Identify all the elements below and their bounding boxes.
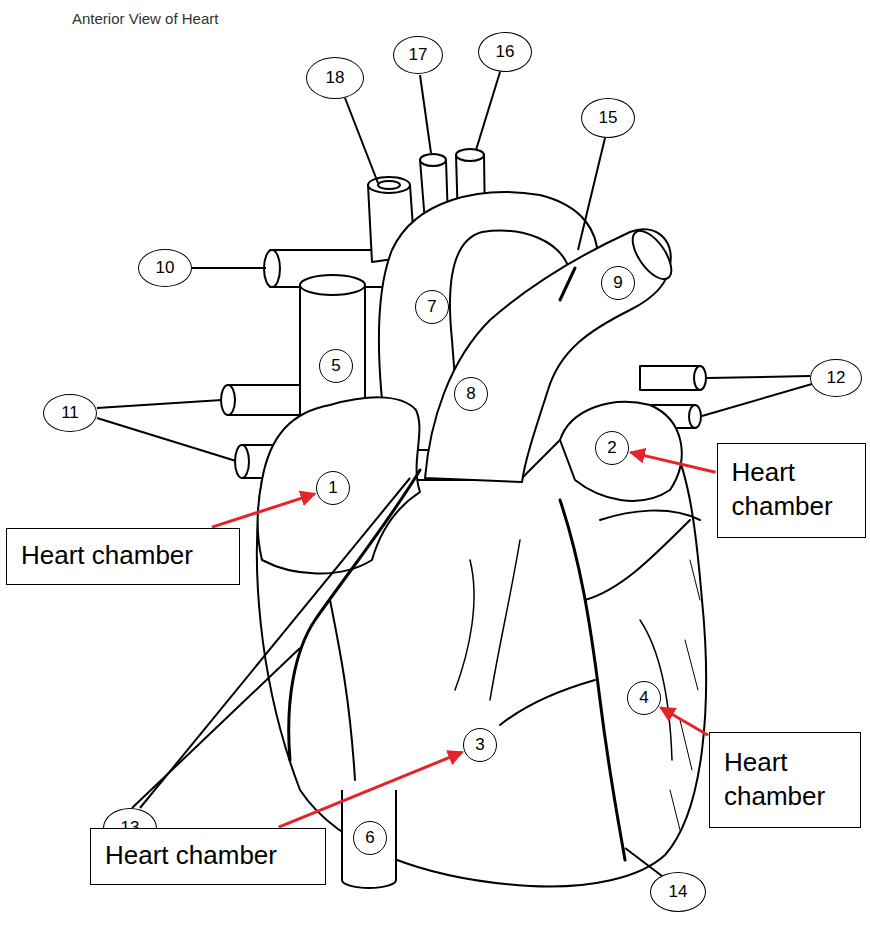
pointer-arrow xyxy=(279,752,463,827)
right-pulmonary-artery xyxy=(270,250,395,287)
node-text: 1 xyxy=(328,478,337,498)
vessel-opening xyxy=(300,275,365,295)
callout-number: 15 xyxy=(581,98,635,138)
node-text: Heart chamber xyxy=(105,839,277,873)
node-text: Heart chamber xyxy=(21,539,193,573)
callout-number: 17 xyxy=(393,36,443,74)
node-text: 15 xyxy=(599,108,618,128)
coronary-vein xyxy=(455,560,474,690)
node-text: 4 xyxy=(639,688,648,708)
pointer-arrow xyxy=(630,452,715,472)
leader-line xyxy=(345,98,378,183)
vessel-opening xyxy=(694,366,706,390)
left-common-carotid xyxy=(420,160,448,222)
leader-line xyxy=(97,418,236,461)
pulmonary-vein xyxy=(640,405,695,428)
callout-number: 4 xyxy=(627,681,661,715)
node-text: 3 xyxy=(475,735,484,755)
vessel-lumen xyxy=(378,181,400,189)
node-text: 16 xyxy=(496,42,515,62)
node-text: Heart chamber xyxy=(724,746,846,814)
leader-line xyxy=(132,648,300,808)
vessel-opening xyxy=(368,177,410,193)
label-box: Heart chamber xyxy=(6,528,240,585)
label-box: Heart chamber xyxy=(90,828,326,885)
coronary-branch xyxy=(500,680,595,725)
pointer-arrow xyxy=(212,494,315,527)
leader-lines xyxy=(97,72,812,876)
leader-line xyxy=(97,400,222,408)
node-text: 6 xyxy=(365,828,374,848)
leader-line xyxy=(476,72,500,150)
inferior-vena-cava xyxy=(342,790,396,888)
pointer-arrow xyxy=(660,708,708,736)
coronary-branch xyxy=(600,511,700,520)
callout-number: 3 xyxy=(463,728,497,762)
callout-number: 11 xyxy=(43,394,97,432)
node-text: 8 xyxy=(466,384,475,404)
callout-number: 2 xyxy=(595,431,629,465)
callout-number: 6 xyxy=(353,821,387,855)
node-text: 9 xyxy=(613,273,622,293)
node-text: Heart chamber xyxy=(732,456,851,524)
label-box: Heart chamber xyxy=(709,732,861,828)
callout-number: 7 xyxy=(415,290,449,324)
coronary-artery xyxy=(560,500,625,860)
leader-line xyxy=(702,384,812,416)
vessel-opening xyxy=(221,385,235,415)
node-text: 11 xyxy=(61,403,79,423)
node-text: 14 xyxy=(669,882,688,902)
leader-line xyxy=(707,376,810,378)
right-atrium xyxy=(258,397,420,573)
callout-number: 12 xyxy=(810,359,862,397)
vessel-opening xyxy=(689,405,701,428)
node-text: 2 xyxy=(607,438,616,458)
callout-number: 16 xyxy=(478,32,532,72)
pulmonary-vein xyxy=(640,366,700,390)
node-text: 5 xyxy=(331,356,340,376)
pulmonary-vein xyxy=(228,385,305,415)
pulmonary-trunk xyxy=(425,229,671,482)
vessel-opening xyxy=(456,149,484,161)
diagram-title: Anterior View of Heart xyxy=(72,10,218,27)
node-text: 12 xyxy=(827,368,846,388)
heart-vessels xyxy=(221,149,706,888)
brachiocephalic-trunk xyxy=(368,185,415,262)
node-text: 18 xyxy=(326,68,345,88)
callout-number: 5 xyxy=(319,349,353,383)
node-text: 17 xyxy=(409,45,428,65)
vessel-opening xyxy=(235,445,249,478)
coronary-branch xyxy=(585,520,690,600)
left-auricle xyxy=(560,402,682,501)
leader-line xyxy=(192,267,266,269)
pulmonary-vein xyxy=(242,445,305,478)
callout-number: 1 xyxy=(316,471,350,505)
callout-number: 8 xyxy=(454,377,488,411)
node-text: 7 xyxy=(427,297,436,317)
leader-line xyxy=(625,848,662,876)
leader-line xyxy=(578,138,605,250)
label-box: Heart chamber xyxy=(717,443,866,538)
ligamentum-arteriosum xyxy=(560,268,575,300)
aorta xyxy=(379,192,598,450)
coronary-branch xyxy=(330,600,355,780)
superior-vena-cava xyxy=(300,285,365,425)
leader-line xyxy=(420,75,431,153)
heart-body xyxy=(257,425,706,886)
coronary-artery xyxy=(289,470,420,760)
node-text: 10 xyxy=(156,258,175,278)
callout-number: 18 xyxy=(306,57,364,99)
coronary-vein xyxy=(490,540,520,700)
left-subclavian xyxy=(456,155,485,222)
surface-hatching xyxy=(670,560,700,830)
callout-number: 10 xyxy=(138,249,192,287)
vessel-opening xyxy=(420,154,446,166)
vessel-opening xyxy=(264,250,280,287)
callout-number: 9 xyxy=(601,266,635,300)
coronary-vessels xyxy=(289,268,700,860)
callout-number: 14 xyxy=(650,872,706,912)
